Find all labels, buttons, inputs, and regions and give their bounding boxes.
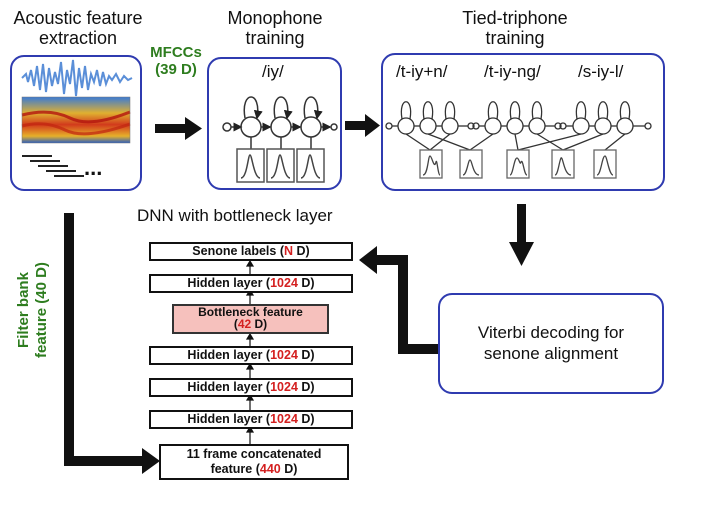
arrow-filterbank-to-input [64,213,160,474]
senone-layer-text: Senone labels ( [192,244,284,258]
input-layer: 11 frame concatenated feature (440 D) [159,444,349,480]
viterbi-line1: Viterbi decoding for [477,323,625,342]
mfcc-line2: (39 D) [155,61,197,78]
frame-ellipsis: ... [84,155,103,180]
bottleneck-paren: ( [233,317,238,331]
bottleneck-layer-unit: D) [251,317,268,331]
acoustic-feature-title: Acoustic feature extraction [8,8,148,48]
triphone-label-1: /t-iy+n/ [396,62,448,81]
bottleneck-layer: Bottleneck feature (42 D) [172,304,329,334]
hidden-layer-unit: D) [297,348,315,362]
mfcc-label: MFCCs (39 D) [145,44,207,78]
input-layer-unit: D) [280,462,298,476]
mono-title-line2: training [245,28,305,48]
input-layer-text: 11 frame concatenated [186,447,322,461]
monophone-hmm-icon [222,96,338,183]
senone-labels-layer: Senone labels (N D) [149,242,353,261]
hidden-layer-dim: 1024 [270,276,298,290]
mono-title-line1: Monophone [227,8,323,28]
senone-layer-unit: D) [293,244,310,258]
hidden-layer-dim: 1024 [270,348,298,362]
acoustic-title-line1: Acoustic feature [13,8,143,28]
arrow-tied-to-viterbi [509,204,534,266]
tied-title-line2: training [485,28,545,48]
hidden-layer-text: Hidden layer ( [187,380,271,394]
viterbi-panel [438,293,664,394]
arrow-mono-to-tied [345,114,380,137]
viterbi-label: Viterbi decoding for senone alignment [438,322,664,364]
frame-bars-icon [22,155,84,177]
spectrogram-icon [21,96,131,144]
senone-layer-dim: N [284,244,294,258]
hidden-layer-dim: 1024 [270,412,298,426]
viterbi-line2: senone alignment [483,344,619,363]
dnn-layer-connectors [245,259,255,445]
hidden-layer-text: Hidden layer ( [187,348,271,362]
mono-phone-label: /iy/ [262,62,284,81]
hidden-layer-top: Hidden layer (1024 D) [149,274,353,293]
hidden-layer-unit: D) [297,412,315,426]
hidden-layer-unit: D) [297,380,315,394]
hidden-layer-dim: 1024 [270,380,298,394]
dnn-title: DNN with bottleneck layer [137,206,333,225]
hidden-layer-2: Hidden layer (1024 D) [149,378,353,397]
hidden-layer-1: Hidden layer (1024 D) [149,410,353,429]
arrow-viterbi-to-senone [359,246,440,354]
monophone-title: Monophone training [200,8,350,48]
acoustic-title-line2: extraction [38,28,118,48]
tied-title-line1: Tied-triphone [462,8,568,28]
filterbank-label: Filter bank feature (40 D) [15,235,51,385]
mfcc-line1: MFCCs [150,44,202,61]
filterbank-line1: Filter bank [15,272,32,348]
filterbank-line2: feature (40 D) [33,262,50,358]
hidden-layer-text: Hidden layer ( [187,276,271,290]
hidden-layer-text: Hidden layer ( [187,412,271,426]
waveform-icon [21,59,133,97]
tied-triphone-title: Tied-triphone training [430,8,600,48]
hidden-layer-unit: D) [297,276,315,290]
bottleneck-layer-dim: 42 [237,317,252,331]
triphone-label-3: /s-iy-l/ [578,62,624,81]
bottleneck-layer-text: Bottleneck feature [198,305,303,319]
input-layer-text2: feature ( [210,462,260,476]
triphone-label-2: /t-iy-ng/ [484,62,541,81]
hidden-layer-3: Hidden layer (1024 D) [149,346,353,365]
tied-triphone-hmm-icon [385,101,652,179]
input-layer-dim: 440 [259,462,281,476]
arrow-acoustic-to-mono [155,117,202,140]
